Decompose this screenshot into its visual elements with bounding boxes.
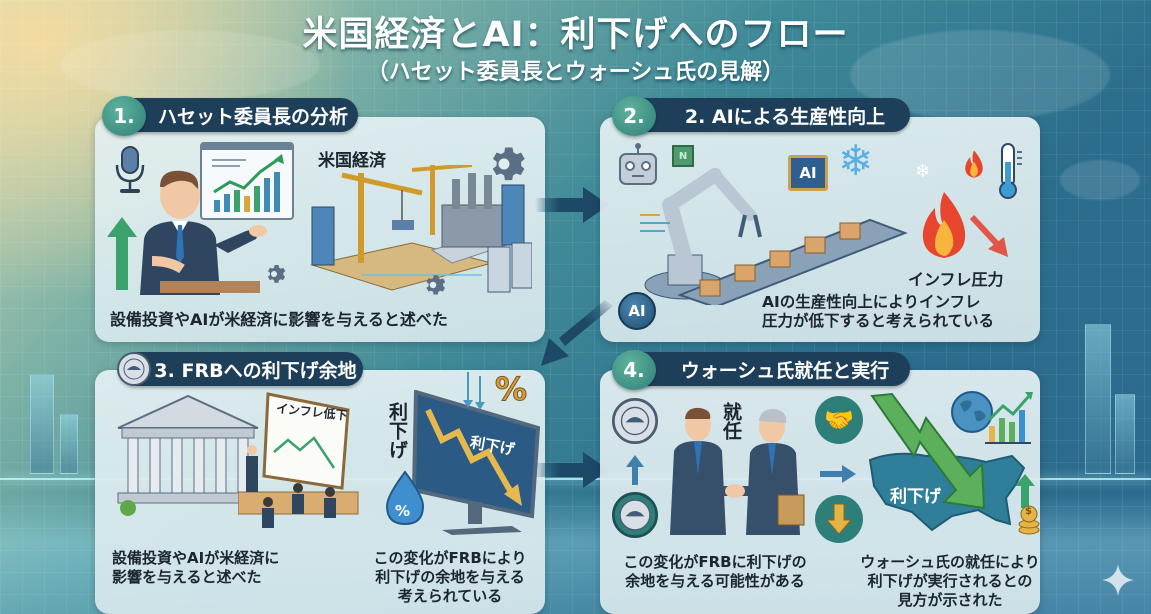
fire-icon	[922, 192, 966, 258]
step-1-illustration-label: 米国経済	[318, 151, 386, 171]
fire-small-icon	[965, 150, 983, 178]
step-1-title: ハセット委員長の分析	[157, 105, 348, 128]
step-4-title: ウォーシュ氏就任と実行	[680, 359, 890, 382]
bank-building-illustration	[117, 394, 259, 516]
growth-bar-chart-icon	[985, 392, 1033, 444]
page-title: 米国経済とAI：利下げへのフロー	[302, 15, 849, 55]
step-3-description-left: 設備投資やAIが米経済に 影響を与えると述べた	[112, 549, 312, 587]
coin-dollar-symbol: $	[1025, 506, 1032, 517]
city-building	[1085, 324, 1111, 474]
step-4-header: ウォーシュ氏就任と実行	[620, 352, 910, 386]
presenter-chart-board	[200, 142, 294, 220]
step-4-description-line: 余地を与える可能性がある	[625, 572, 805, 590]
step-2-header: 2. AIによる生産性向上	[620, 98, 910, 132]
handshake-icon: 🤝	[815, 396, 863, 444]
step-2-title: 2. AIによる生産性向上	[684, 105, 886, 128]
step-4-vertical-label: 就任	[720, 402, 742, 440]
down-arrow-icon	[827, 504, 851, 534]
ai-chip-label: AI	[799, 164, 817, 182]
step-4-description-line: この変化がFRBに利下げの	[623, 553, 807, 571]
fed-seal-icon-lower	[612, 492, 658, 538]
growth-up-arrow-icon	[107, 217, 137, 290]
step-2-illustration-label: インフレ圧力	[908, 270, 1004, 289]
step-2-badge: 2.	[612, 96, 656, 136]
sparkle-icon	[1102, 564, 1134, 596]
up-arrow-icon	[626, 455, 644, 485]
step-4-description-line: ウォーシュ氏の就任により	[860, 553, 1040, 571]
step-4-description-line: 利下げが実行されるとの	[867, 572, 1033, 590]
step-4-description-line: 見方が示された	[897, 591, 1003, 609]
whiteboard-meeting-illustration	[238, 392, 359, 528]
step-2-description: AIの生産性向上によりインフレ 圧力が低下すると考えられている	[762, 293, 1032, 331]
thermometer-icon	[999, 143, 1022, 199]
map-label: 利下げ	[890, 487, 941, 507]
gear-icon-small	[267, 265, 286, 283]
gear-icon	[492, 147, 525, 181]
ai-badge-icon: AI	[618, 292, 656, 330]
step-2-description-line: AIの生産性向上によりインフレ	[762, 293, 981, 311]
step-2-description-line: 圧力が低下すると考えられている	[762, 312, 995, 330]
robot-arm-conveyor-illustration	[640, 168, 908, 305]
snowflake-icon: ❄	[838, 136, 874, 185]
down-arrows-icon	[463, 372, 485, 410]
step-4-description-right: ウォーシュ氏の就任により 利下げが実行されるとの 見方が示された	[850, 553, 1050, 610]
coins-growth-icon	[1015, 474, 1040, 535]
ai-chip-icon: AI	[788, 155, 828, 191]
small-chip-icon: N	[672, 145, 694, 167]
speaker-person-illustration	[140, 170, 267, 295]
city-building	[1115, 394, 1135, 474]
step-3-vertical-label: 利下げ	[386, 402, 408, 459]
flow-arrow-1-to-2	[535, 187, 609, 223]
rate-cut-monitor-illustration	[412, 390, 541, 535]
microphone-icon	[115, 146, 145, 193]
usa-map-icon	[868, 452, 1026, 532]
percent-icon: %	[494, 370, 528, 409]
red-down-arrow-icon	[970, 215, 1008, 257]
city-building	[60, 414, 78, 474]
handshake-people-illustration	[670, 407, 805, 535]
step-4-badge: 4.	[612, 350, 656, 390]
step-3-description-line: 設備投資やAIが米経済に	[112, 549, 280, 567]
small-chip-label: N	[678, 150, 688, 162]
step-3-description-line: 考えられている	[397, 587, 503, 605]
water-drop-percent-icon	[385, 470, 425, 526]
world-map-australia	[1060, 160, 1140, 200]
step-3-title: 3. FRBへの利下げ余地	[154, 359, 357, 382]
world-map-eurasia	[60, 30, 320, 100]
construction-industry-illustration	[310, 165, 532, 293]
robot-head-icon	[619, 143, 657, 185]
flow-arrow-2-to-3	[541, 300, 613, 366]
globe-icon	[951, 391, 993, 433]
fed-seal-icon	[612, 398, 658, 444]
ai-badge-label: AI	[628, 302, 646, 320]
step-3-description-line: 利下げの余地を与える	[375, 568, 525, 586]
gear-icon-small	[426, 275, 446, 295]
city-building	[30, 374, 54, 474]
step-1-description: 設備投資やAIが米経済に影響を与えると述べた	[110, 310, 448, 329]
right-arrow-icon	[820, 465, 856, 483]
green-down-zigzag-arrow-icon	[870, 392, 986, 510]
flow-arrow-3-to-4	[535, 452, 609, 488]
step-3-description-line: この変化がFRBにより	[373, 549, 527, 567]
horizon-line	[0, 478, 1151, 480]
step-1-header: ハセット委員長の分析	[118, 98, 358, 132]
step-3-description-right: この変化がFRBにより 利下げの余地を与える 考えられている	[355, 549, 545, 606]
water-drop-percent-label: %	[395, 502, 411, 520]
fed-seal-icon	[117, 352, 151, 386]
down-arrow-circle-icon	[815, 495, 863, 543]
page-subtitle: （ハセット委員長とウォーシュ氏の見解）	[366, 60, 785, 85]
step-4-description-left: この変化がFRBに利下げの 余地を与える可能性がある	[610, 553, 820, 591]
snowflake-small-icon: ❄	[915, 161, 931, 182]
step-3-description-line: 影響を与えると述べた	[112, 568, 262, 586]
step-3-header: 3. FRBへの利下げ余地	[118, 352, 363, 386]
step-1-badge: 1.	[102, 96, 146, 136]
